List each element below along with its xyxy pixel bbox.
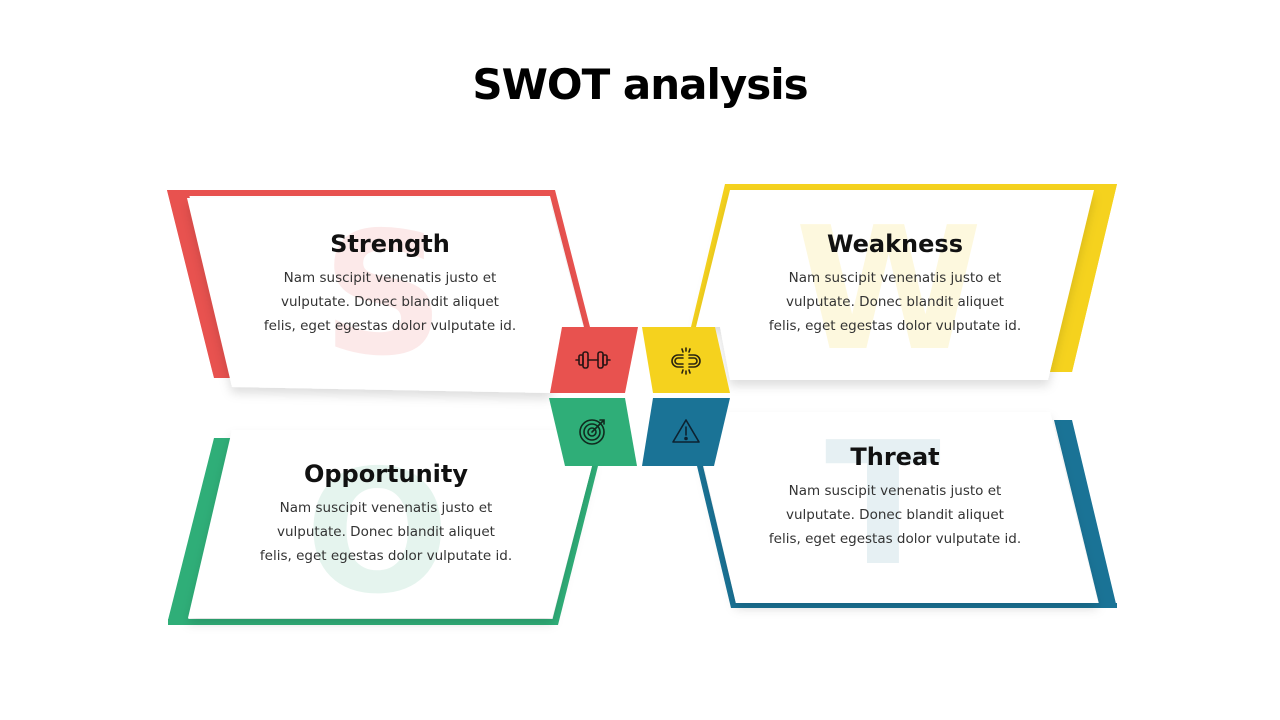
strength-card: Strength Nam suscipit venenatis justo et… bbox=[250, 230, 530, 338]
broken-link-icon bbox=[671, 347, 701, 375]
strength-frame bbox=[167, 190, 590, 393]
weakness-body: Nam suscipit venenatis justo et vulputat… bbox=[768, 270, 1022, 334]
strength-watermark-letter: S bbox=[322, 196, 445, 394]
weakness-tile bbox=[642, 327, 730, 393]
threat-card: Threat Nam suscipit venenatis justo et v… bbox=[755, 443, 1035, 551]
dumbbell-icon bbox=[575, 351, 611, 369]
opportunity-watermark-letter: O bbox=[305, 434, 450, 632]
threat-body: Nam suscipit venenatis justo et vulputat… bbox=[768, 483, 1022, 547]
opportunity-body: Nam suscipit venenatis justo et vulputat… bbox=[259, 500, 513, 564]
weakness-watermark-letter: W bbox=[795, 191, 983, 389]
opportunity-frame bbox=[168, 430, 598, 625]
threat-watermark-letter: T bbox=[825, 406, 941, 604]
opportunity-card: Opportunity Nam suscipit venenatis justo… bbox=[246, 460, 526, 568]
opportunity-heading: Opportunity bbox=[303, 460, 469, 488]
threat-frame bbox=[697, 412, 1117, 608]
weakness-heading: Weakness bbox=[827, 230, 963, 258]
warning-icon bbox=[672, 419, 700, 443]
strength-body: Nam suscipit venenatis justo et vulputat… bbox=[263, 270, 517, 334]
strength-heading: Strength bbox=[330, 230, 450, 258]
target-icon bbox=[579, 419, 605, 445]
weakness-card: Weakness Nam suscipit venenatis justo et… bbox=[755, 230, 1035, 338]
weakness-frame bbox=[691, 184, 1117, 380]
page-title: SWOT analysis bbox=[472, 60, 808, 109]
threat-heading: Threat bbox=[850, 443, 940, 471]
